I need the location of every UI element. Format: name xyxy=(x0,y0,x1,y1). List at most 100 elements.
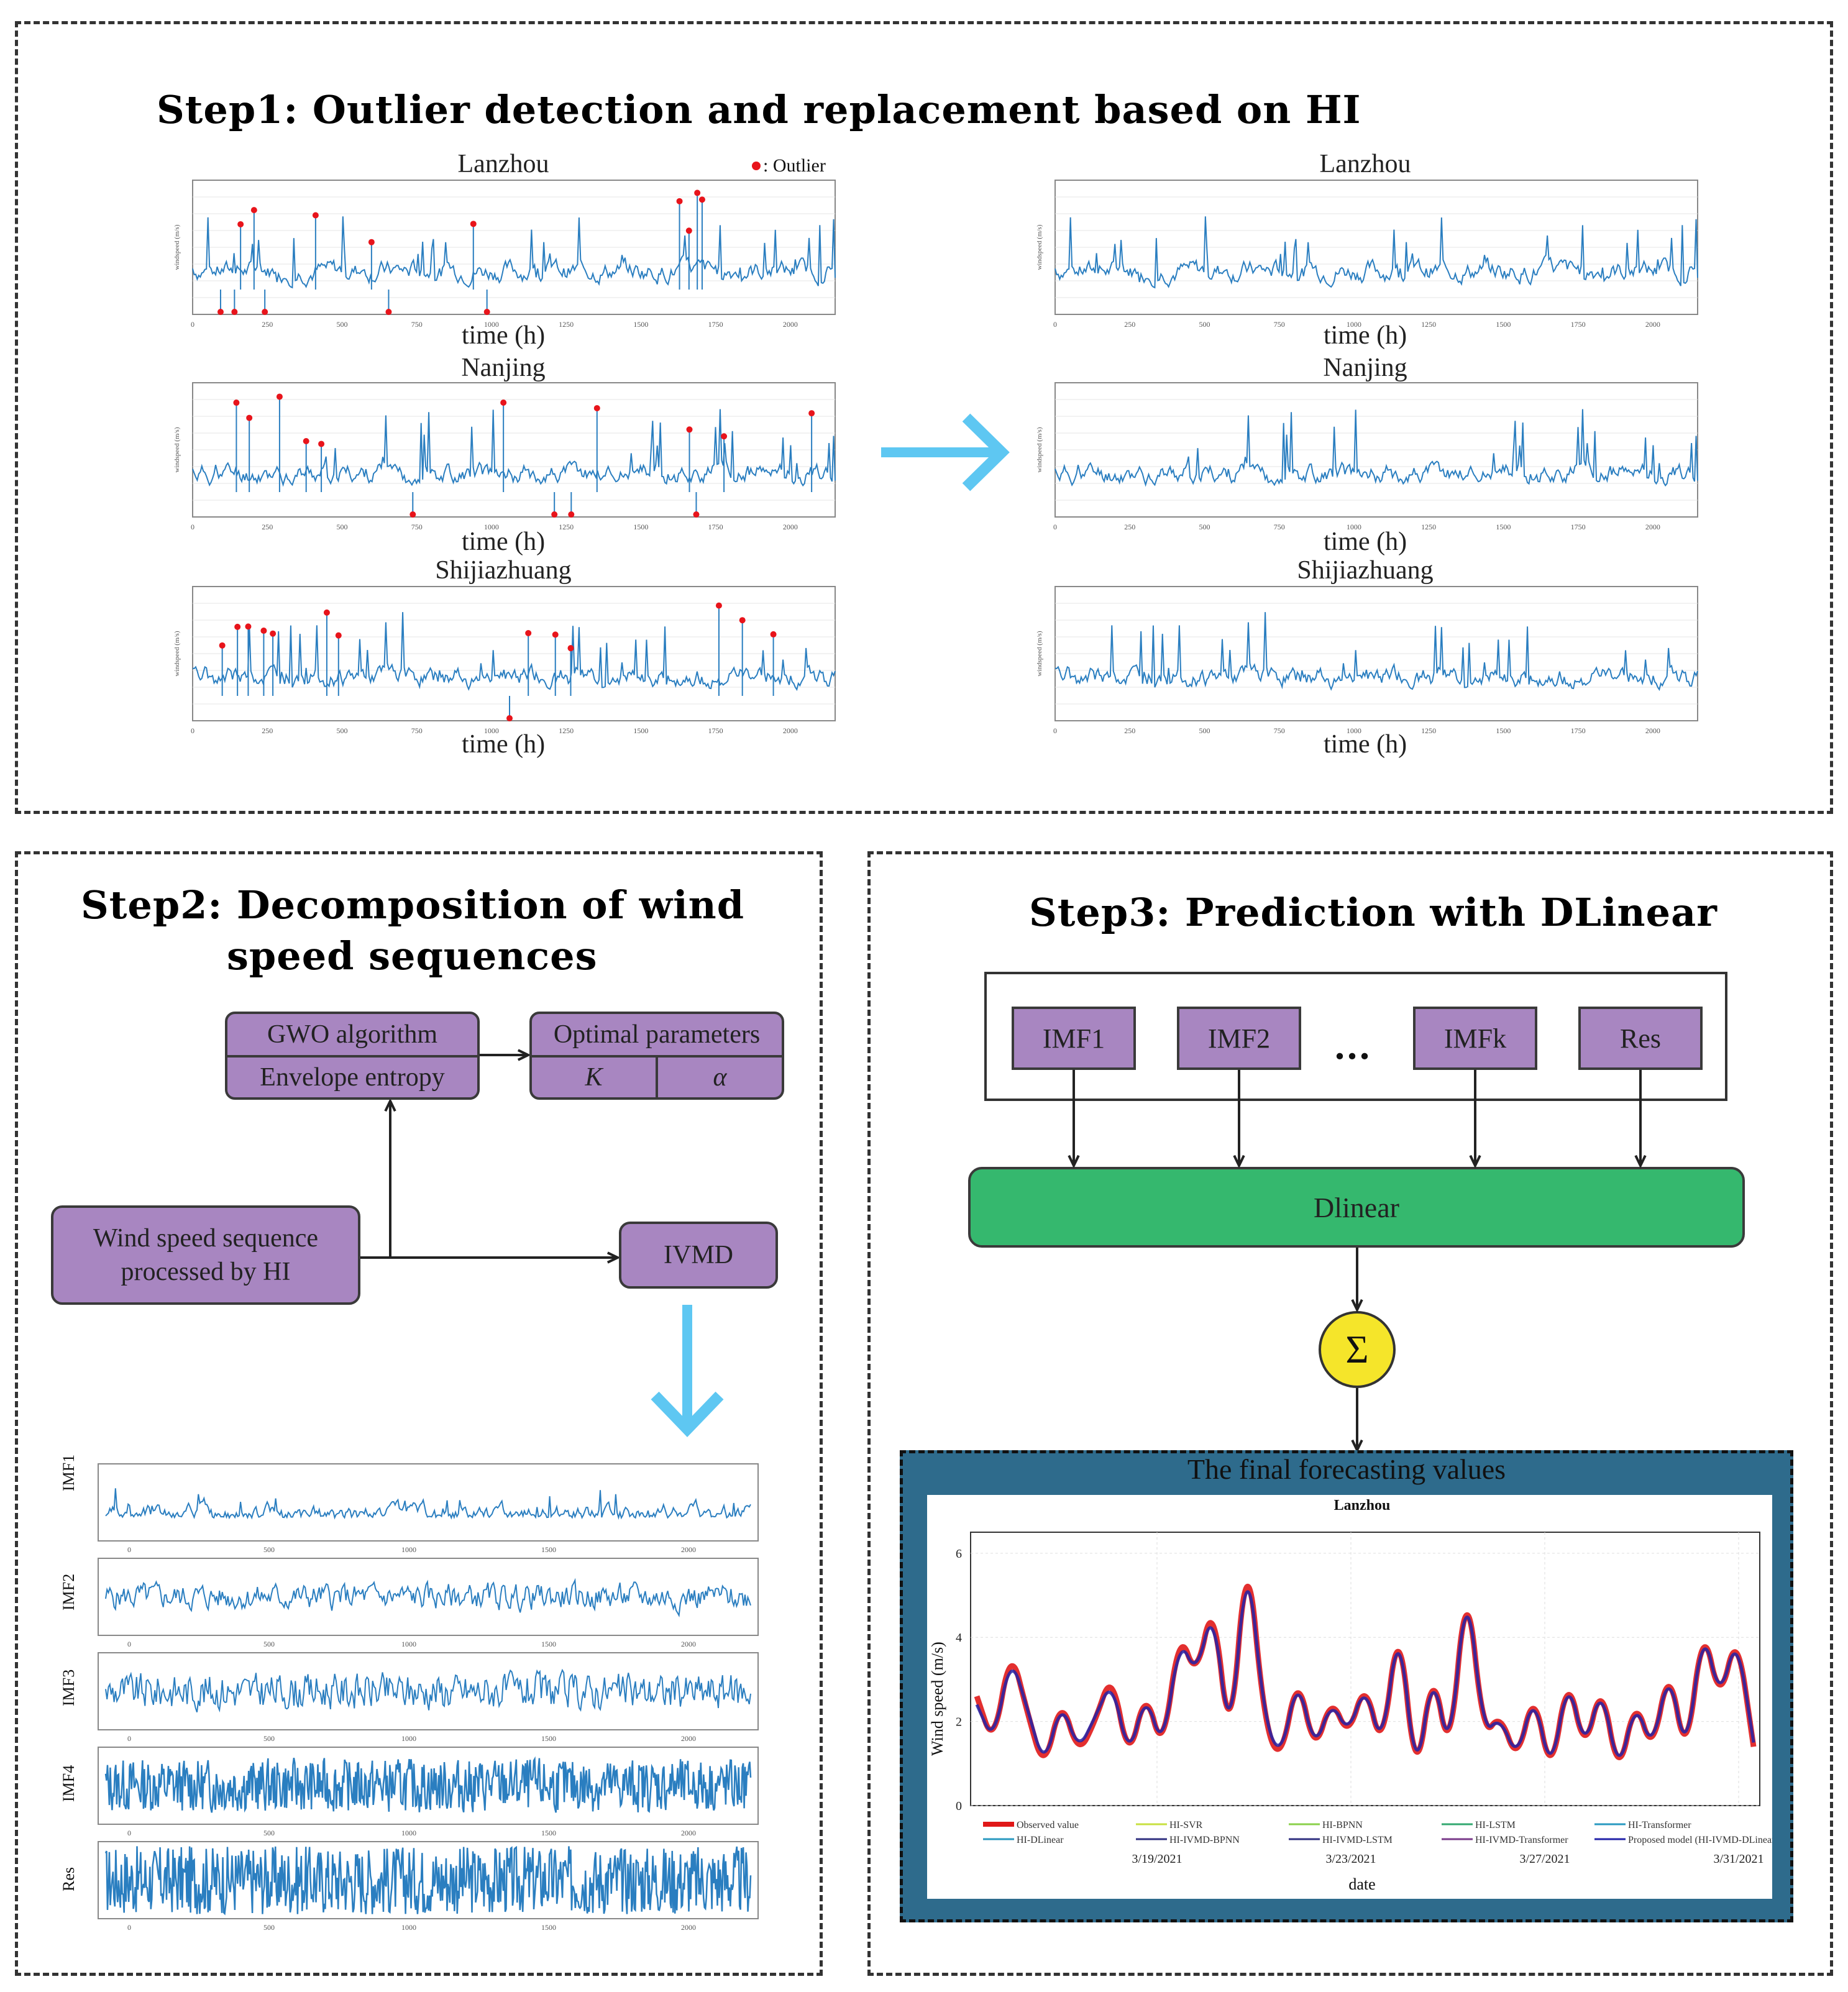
x-tick-label: 750 xyxy=(1274,726,1285,735)
dlinear-box: Dlinear xyxy=(968,1167,1745,1248)
component-x-tick: 1000 xyxy=(401,1829,416,1837)
chart-title-nanjing-clean: Nanjing xyxy=(1323,354,1407,382)
outlier-point xyxy=(506,715,513,721)
component-label-res: Res xyxy=(60,1867,78,1891)
component-x-tick: 1000 xyxy=(401,1545,416,1554)
component-x-tick: 0 xyxy=(127,1923,131,1932)
series-line-nanjing-clean xyxy=(1054,409,1698,487)
component-x-tick: 1000 xyxy=(401,1734,416,1743)
imfk-box: IMFk xyxy=(1413,1007,1537,1070)
x-tick-label: 0 xyxy=(191,523,194,531)
x-tick-label: 500 xyxy=(336,726,347,735)
x-tick-label: 2000 xyxy=(1645,523,1660,531)
x-tick-label: 1750 xyxy=(1571,523,1586,531)
x-tick-label: 1000 xyxy=(484,523,499,531)
component-x-tick: 1000 xyxy=(401,1923,416,1932)
final-y-tick: 0 xyxy=(956,1799,962,1813)
xlabel-lanzhou-clean: time (h) xyxy=(1323,321,1407,350)
ivmd-box: IVMD xyxy=(619,1222,778,1289)
outlier-point xyxy=(525,629,532,636)
outlier-point xyxy=(262,309,268,315)
component-x-tick: 1500 xyxy=(541,1545,556,1554)
final-y-tick: 6 xyxy=(956,1547,962,1561)
optimal-parameters-label: Optimal parameters xyxy=(532,1014,782,1058)
final-y-tick: 2 xyxy=(956,1716,962,1729)
outlier-point xyxy=(676,198,683,204)
legend-label: HI-SVR xyxy=(1169,1820,1203,1830)
component-x-tick: 1500 xyxy=(541,1734,556,1743)
hi-arrow-head xyxy=(962,413,1010,491)
outlier-point xyxy=(246,414,253,421)
xlabel-nanjing-clean: time (h) xyxy=(1323,528,1407,556)
xlabel-lanzhou-raw: time (h) xyxy=(461,321,546,350)
outlier-marker-icon xyxy=(752,162,761,170)
component-x-tick: 500 xyxy=(263,1640,275,1648)
x-tick-label: 1250 xyxy=(1421,726,1436,735)
x-tick-label: 0 xyxy=(191,726,194,735)
x-tick-label: 1750 xyxy=(1571,320,1586,329)
outlier-point xyxy=(237,221,244,227)
outlier-point xyxy=(770,631,777,637)
series-line-lanzhou-raw xyxy=(192,216,836,289)
x-tick-label: 1000 xyxy=(484,320,499,329)
component-series-imf1 xyxy=(105,1488,751,1520)
legend-label: HI-IVMD-Transformer xyxy=(1475,1835,1568,1845)
x-tick-label: 1500 xyxy=(1496,726,1511,735)
x-tick-label: 500 xyxy=(1199,523,1210,531)
x-tick-label: 1250 xyxy=(559,726,574,735)
component-series-imf4 xyxy=(104,1756,752,1813)
arrow-to-ivmd-head xyxy=(606,1251,621,1264)
x-tick-label: 250 xyxy=(262,523,273,531)
x-tick-label: 2000 xyxy=(783,320,798,329)
outlier-legend-label: : Outlier xyxy=(763,155,826,176)
component-label-imf3: IMF3 xyxy=(60,1669,78,1706)
xlabel-shijiazhuang-raw: time (h) xyxy=(461,730,546,759)
outlier-point xyxy=(500,399,507,406)
outlier-point xyxy=(385,309,392,315)
x-tick-label: 2000 xyxy=(1645,320,1660,329)
step3-title: Step3: Prediction with DLinear xyxy=(1029,890,1718,935)
x-tick-label: 250 xyxy=(1124,523,1135,531)
outlier-point xyxy=(483,309,490,315)
x-tick-label: 1750 xyxy=(708,726,723,735)
xlabel-nanjing-raw: time (h) xyxy=(461,528,546,556)
x-tick-label: 500 xyxy=(1199,726,1210,735)
optimal-parameters-box: Optimal parameters K α xyxy=(529,1012,784,1100)
component-label-imf2: IMF2 xyxy=(60,1573,78,1611)
param-alpha: α xyxy=(713,1063,727,1092)
chart-title-shijiazhuang-clean: Shijiazhuang xyxy=(1297,556,1434,585)
param-k: K xyxy=(532,1058,658,1097)
step3-panel xyxy=(867,851,1833,1976)
outlier-point xyxy=(335,632,342,639)
final-chart-area xyxy=(927,1495,1772,1899)
component-x-tick: 0 xyxy=(127,1640,131,1648)
series-line-shijiazhuang-clean xyxy=(1054,612,1698,692)
component-x-tick: 2000 xyxy=(681,1545,696,1554)
final-x-tick: 3/19/2021 xyxy=(1132,1852,1182,1866)
x-tick-label: 250 xyxy=(1124,726,1135,735)
component-x-tick: 1500 xyxy=(541,1640,556,1648)
component-x-tick: 500 xyxy=(263,1923,275,1932)
outlier-point xyxy=(260,628,267,634)
component-x-tick: 1500 xyxy=(541,1829,556,1837)
outlier-point xyxy=(219,642,226,649)
imf2-box: IMF2 xyxy=(1177,1007,1301,1070)
x-tick-label: 500 xyxy=(336,320,347,329)
wind-sequence-line2: processed by HI xyxy=(121,1258,291,1286)
xlabel-shijiazhuang-clean: time (h) xyxy=(1323,730,1407,759)
legend-label: HI-Transformer xyxy=(1628,1820,1691,1830)
outlier-point xyxy=(593,404,600,411)
chart-title-nanjing-raw: Nanjing xyxy=(461,354,546,382)
x-tick-label: 1750 xyxy=(1571,726,1586,735)
x-tick-label: 1500 xyxy=(633,320,648,329)
series-line-lanzhou-clean xyxy=(1054,216,1698,289)
y-axis-label: windspeed (m/s) xyxy=(1036,224,1043,270)
sum-node: Σ xyxy=(1319,1311,1396,1388)
legend-label: HI-DLinear xyxy=(1017,1835,1064,1845)
chart-title-lanzhou-clean: Lanzhou xyxy=(1319,150,1411,178)
x-tick-label: 750 xyxy=(1274,523,1285,531)
component-series-res xyxy=(104,1845,752,1916)
outlier-point xyxy=(323,609,330,616)
